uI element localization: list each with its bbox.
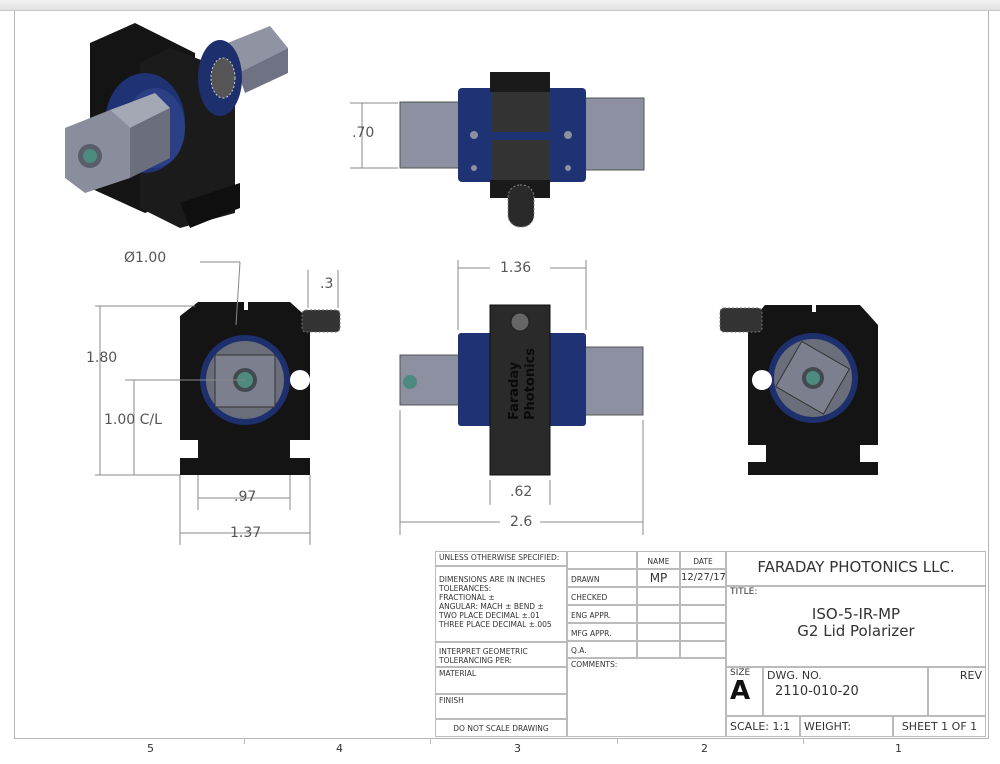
header-blank: [567, 551, 637, 569]
zone-tick: [617, 738, 618, 744]
header-name: NAME: [637, 551, 680, 569]
dim-top-height: .70: [352, 125, 375, 141]
unless-specified-cell: UNLESS OTHERWISE SPECIFIED:: [435, 551, 567, 566]
scale-cell: SCALE: 1:1: [726, 716, 800, 737]
zone-label: 3: [514, 742, 521, 755]
tolerance-line: TWO PLACE DECIMAL ±.01: [439, 611, 540, 620]
dim-slot-width: .97: [234, 489, 257, 505]
size-label: SIZE: [730, 668, 751, 678]
dwg-no-cell: DWG. NO. 2110-010-20: [763, 667, 928, 716]
tolerance-line: TOLERANCES:: [439, 584, 492, 593]
dim-height: 1.80: [86, 350, 118, 366]
checked-name: [637, 587, 680, 605]
zone-label: 1: [895, 742, 902, 755]
zone-label: 5: [147, 742, 154, 755]
dwg-no-value: 2110-010-20: [775, 684, 859, 699]
dwg-no-label: DWG. NO.: [767, 669, 822, 682]
isometric-view: [65, 23, 288, 228]
tolerance-line: DIMENSIONS ARE IN INCHES: [439, 575, 546, 584]
size-value: A: [730, 676, 751, 706]
dim-base-width: 1.37: [230, 525, 262, 541]
mfg-appr-date: [680, 623, 726, 641]
top-view: [350, 72, 645, 228]
rev-cell: REV: [928, 667, 986, 716]
qa-date: [680, 641, 726, 658]
tolerance-line: THREE PLACE DECIMAL ±.005: [439, 620, 552, 629]
front-view: [95, 261, 341, 545]
engraving-photonics: Photonics: [523, 348, 538, 420]
eng-appr-date: [680, 605, 726, 623]
zone-tick: [803, 738, 804, 744]
rear-view: [719, 305, 878, 475]
dim-centerline: 1.00 C/L: [104, 412, 162, 428]
comments-cell: COMMENTS:: [567, 658, 726, 737]
material-cell: MATERIAL: [435, 667, 567, 694]
title-label: TITLE:: [730, 587, 758, 597]
finish-cell: FINISH: [435, 694, 567, 719]
drawn-date: 12/27/17: [680, 569, 726, 587]
dim-knob-offset: .3: [320, 276, 334, 292]
dim-body-width: 1.36: [500, 260, 532, 276]
row-label-drawn: DRAWN: [567, 569, 637, 587]
drawn-name: MP: [637, 569, 680, 587]
tolerance-line: ANGULAR: MACH ± BEND ±: [439, 602, 544, 611]
dim-overall-length: 2.6: [510, 514, 533, 530]
title-line2: G2 Lid Polarizer: [797, 622, 915, 640]
row-label-mfg-appr: MFG APPR.: [567, 623, 637, 641]
row-label-eng-appr: ENG APPR.: [567, 605, 637, 623]
eng-appr-name: [637, 605, 680, 623]
side-view: Faraday Photonics: [399, 260, 644, 535]
row-label-qa: Q.A.: [567, 641, 637, 658]
checked-date: [680, 587, 726, 605]
title-line1: ISO-5-IR-MP: [811, 605, 901, 623]
sheet-cell: SHEET 1 OF 1: [893, 716, 986, 737]
qa-name: [637, 641, 680, 658]
do-not-scale-cell: DO NOT SCALE DRAWING: [435, 719, 567, 737]
dim-clamp-width: .62: [510, 484, 533, 500]
zone-tick: [244, 738, 245, 744]
header-date: DATE: [680, 551, 726, 569]
tolerance-line: FRACTIONAL ±: [439, 593, 495, 602]
zone-label: 4: [336, 742, 343, 755]
dim-diameter: Ø1.00: [124, 250, 167, 266]
title-cell: TITLE: ISO-5-IR-MP G2 Lid Polarizer: [726, 586, 986, 667]
weight-cell: WEIGHT:: [800, 716, 893, 737]
company-name: FARADAY PHOTONICS LLC.: [726, 551, 986, 586]
tolerances-cell: DIMENSIONS ARE IN INCHES TOLERANCES: FRA…: [435, 566, 567, 642]
size-cell: SIZE A: [726, 667, 763, 716]
engraving-faraday: Faraday: [507, 361, 522, 420]
mfg-appr-name: [637, 623, 680, 641]
zone-tick: [430, 738, 431, 744]
zone-label: 2: [701, 742, 708, 755]
row-label-checked: CHECKED: [567, 587, 637, 605]
interpret-cell: INTERPRET GEOMETRIC TOLERANCING PER:: [435, 642, 567, 667]
viewer-toolbar-strip: [0, 0, 1000, 11]
